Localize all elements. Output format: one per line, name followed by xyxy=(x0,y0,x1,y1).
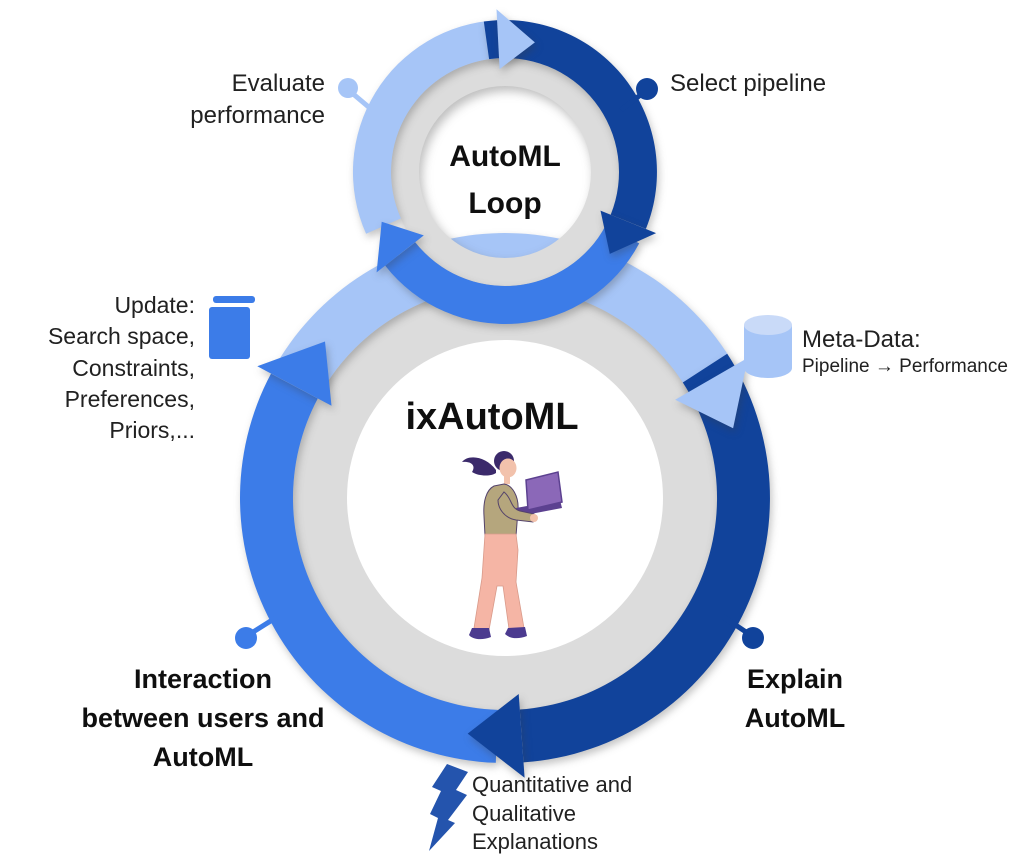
small-loop-arrowhead-light_blue xyxy=(496,9,535,70)
meta-data-database-icon xyxy=(744,315,792,378)
big-loop-arrowhead-light_blue xyxy=(675,357,748,429)
evaluate-dot xyxy=(338,78,358,98)
metadata-cylinder-body xyxy=(744,325,792,378)
evaluate-line1: Evaluate xyxy=(231,70,325,97)
automl-loop-title: AutoML Loop xyxy=(395,134,615,227)
explain-line2: AutoML xyxy=(744,703,846,734)
evaluate-performance-label: Evaluate performance xyxy=(190,68,325,131)
small-loop-arrowhead-medium_blue xyxy=(376,221,424,273)
update-line3: Constraints, xyxy=(72,354,195,381)
interaction-label: Interaction between users and AutoML xyxy=(53,660,353,777)
person-face xyxy=(499,458,517,478)
big-loop-arc-dark_blue xyxy=(519,353,770,763)
select-pipeline-dot xyxy=(636,78,658,100)
update-line5: Priors,... xyxy=(109,417,195,444)
explanations-label: Quantitative and Qualitative Explanation… xyxy=(472,771,632,857)
automl-loop-ring xyxy=(352,9,657,325)
explain-automl-label: Explain AutoML xyxy=(695,660,895,738)
person-shoe-right xyxy=(505,627,527,639)
interaction-connector xyxy=(235,614,279,649)
small-loop-arrowhead-dark_blue xyxy=(600,210,657,254)
update-icon-body xyxy=(209,307,250,359)
update-database-icon xyxy=(209,296,255,359)
big-loop-arc-medium_blue xyxy=(240,373,498,763)
update-icon-top-bar xyxy=(213,296,255,303)
big-loop-arrowhead-medium_blue xyxy=(257,341,332,406)
meta-data-title: Meta-Data: xyxy=(802,326,921,353)
person-hand xyxy=(530,514,538,522)
interaction-dot xyxy=(235,627,257,649)
lightning-bolt-icon xyxy=(429,764,468,851)
explanations-line1: Quantitative and xyxy=(472,772,633,797)
evaluate-connector-line xyxy=(350,91,373,111)
update-line4: Preferences, xyxy=(64,385,195,412)
big-loop-arrowhead-dark_blue xyxy=(467,694,525,778)
ixautoml-title: ixAutoML xyxy=(405,396,579,438)
update-label: Update: Search space, Constraints, Prefe… xyxy=(48,290,195,446)
explanations-line2: Qualitative xyxy=(472,800,576,826)
small-loop-arc-dark_blue xyxy=(483,20,657,229)
explain-connector-line xyxy=(720,613,751,637)
evaluate-line2: performance xyxy=(190,101,325,129)
meta-data-detail: Pipeline → Performance xyxy=(802,356,1008,377)
select-pipeline-label: Select pipeline xyxy=(670,70,827,97)
small-loop-arc-light_blue xyxy=(352,20,499,234)
small-gray-ring xyxy=(391,58,619,286)
person-with-laptop-illustration xyxy=(448,446,568,654)
explain-dot xyxy=(742,627,764,649)
explanations-line3: Explanations xyxy=(472,829,598,855)
person-arm xyxy=(497,491,535,523)
small-loop-arc-medium_blue xyxy=(385,225,640,325)
ixautoml-loop-ring xyxy=(240,233,770,778)
explain-connector xyxy=(720,613,764,649)
person-pants xyxy=(473,533,525,631)
interaction-line1: Interaction xyxy=(133,664,273,694)
explain-line1: Explain xyxy=(746,664,844,694)
update-line1: Update: xyxy=(114,292,195,318)
update-line2: Search space, xyxy=(47,323,195,350)
person-ponytail xyxy=(462,457,496,476)
interaction-line2: between users and xyxy=(81,703,325,734)
select-pipeline-connector xyxy=(619,78,658,112)
automl-loop-title-line2: Loop xyxy=(468,186,542,220)
person-neck xyxy=(504,476,510,484)
person-shoe-left xyxy=(469,628,491,640)
metadata-cylinder-top xyxy=(744,315,792,335)
laptop-screen xyxy=(525,471,563,511)
interaction-line3: AutoML xyxy=(152,742,254,773)
evaluate-connector xyxy=(338,78,373,111)
automl-loop-title-line1: AutoML xyxy=(449,140,561,173)
